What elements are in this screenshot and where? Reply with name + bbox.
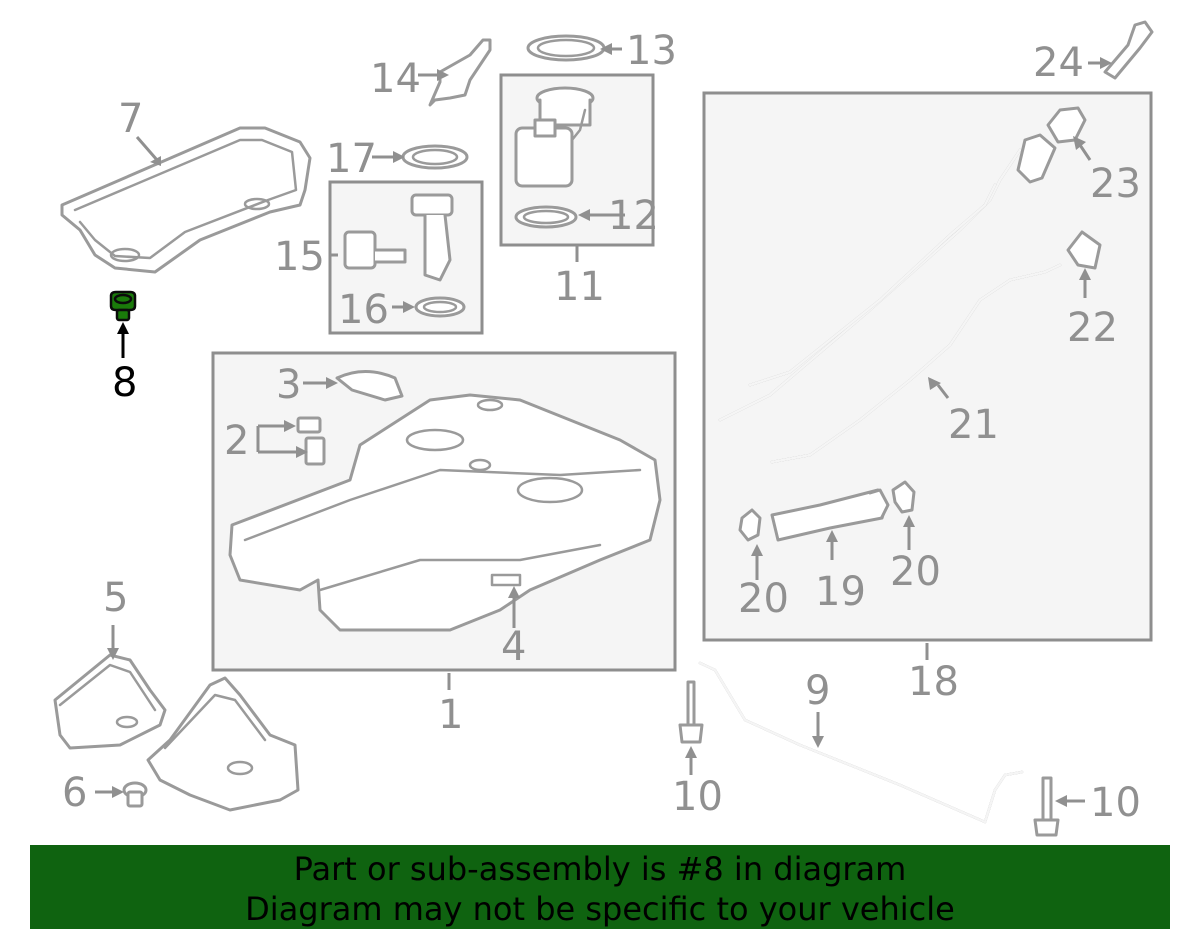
callout-9: 9: [805, 668, 830, 714]
callout-22: 22: [1067, 305, 1118, 351]
strap-part-9: [698, 661, 1024, 824]
callout-12: 12: [608, 193, 659, 239]
fuel-tank-part-1: [228, 393, 662, 632]
clips-part-2: [296, 416, 326, 466]
callout-16: 16: [338, 287, 389, 333]
callout-23: 23: [1090, 161, 1141, 207]
protector-part-3: [335, 370, 404, 402]
callout-14: 14: [370, 56, 421, 102]
info-banner: Part or sub-assembly is #8 in diagram Di…: [30, 845, 1170, 929]
skid-plate-part-5: [53, 653, 300, 812]
callout-24: 24: [1033, 40, 1084, 86]
lock-ring-part-13: [526, 34, 606, 62]
sender-part-15: [343, 193, 454, 282]
callout-11: 11: [554, 264, 605, 310]
tether-part-24: [1103, 20, 1154, 80]
callout-21: 21: [948, 402, 999, 448]
callout-8: 8: [112, 360, 137, 406]
filler-pipe-part-18: [718, 133, 1057, 422]
banner-line-1: Part or sub-assembly is #8 in diagram: [293, 850, 907, 888]
callout-10a: 10: [672, 774, 723, 820]
callout-19: 19: [815, 569, 866, 615]
callout-4: 4: [501, 624, 526, 670]
heat-shield-part-7: [60, 126, 312, 274]
valve-part-22: [1066, 230, 1102, 270]
gasket-part-12: [514, 205, 578, 229]
leader-lines: [95, 43, 1112, 807]
callout-7: 7: [118, 96, 143, 142]
bolt-part-6: [122, 781, 148, 808]
callout-15: 15: [274, 234, 325, 280]
callout-20a: 20: [738, 576, 789, 622]
callout-3: 3: [276, 362, 301, 408]
callout-17: 17: [326, 136, 377, 182]
lock-ring-part-17: [401, 144, 469, 170]
callout-6: 6: [62, 770, 87, 816]
callout-1: 1: [438, 692, 463, 738]
callout-2: 2: [224, 418, 249, 464]
bolt-part-10b: [1033, 776, 1060, 837]
bracket-part-14: [428, 38, 492, 107]
callout-5: 5: [103, 575, 128, 621]
callout-18: 18: [908, 659, 959, 705]
nut-part-8-highlighted: [109, 290, 137, 322]
hose-part-19: [770, 488, 890, 542]
group-box-filler: [702, 91, 1153, 642]
callout-13: 13: [626, 28, 677, 74]
cap-part-23: [1046, 106, 1087, 144]
breather-tube-part-21: [770, 263, 1062, 464]
clamp-part-20b: [891, 480, 916, 514]
clamp-part-20a: [738, 508, 762, 542]
bolt-part-10a: [678, 680, 704, 744]
callout-20b: 20: [890, 549, 941, 595]
banner-line-2: Diagram may not be specific to your vehi…: [245, 890, 955, 928]
callout-10b: 10: [1090, 780, 1141, 826]
fuel-pump-part-11: [514, 86, 595, 188]
gasket-part-16: [414, 296, 466, 318]
